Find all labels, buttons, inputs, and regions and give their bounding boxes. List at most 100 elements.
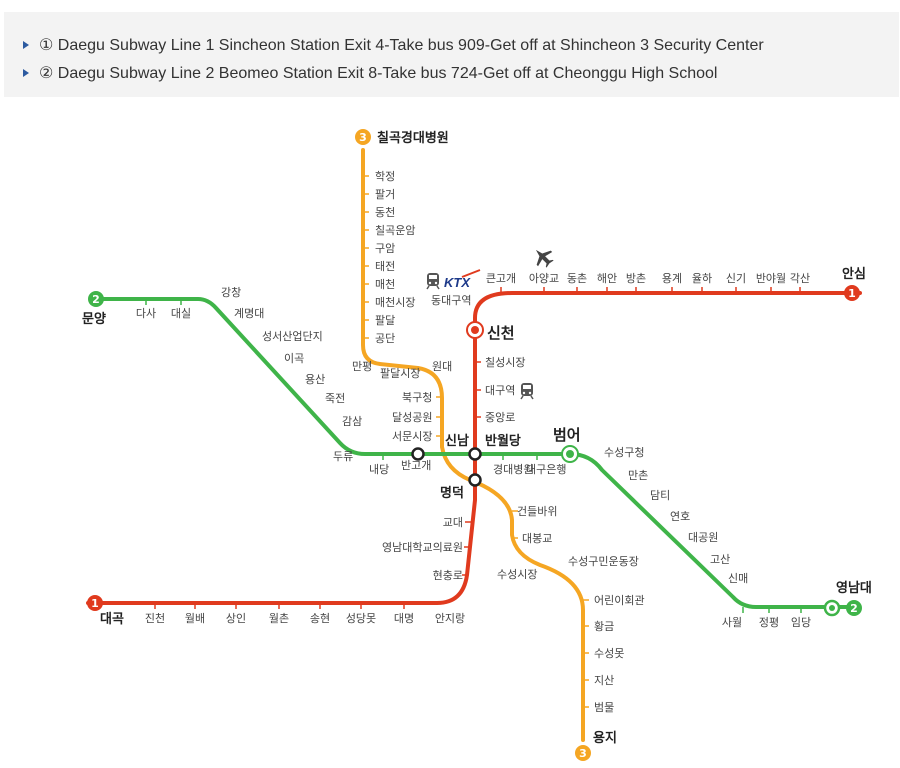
station-label: 경대병원	[493, 463, 533, 476]
line3-badge-number: 3	[579, 747, 587, 760]
line2-badge-icon	[846, 600, 862, 616]
station-label: 교대	[443, 516, 463, 529]
station-label: 매천	[375, 277, 395, 291]
terminal-label-yongji: 용지	[593, 730, 617, 746]
terminal-label-chilgok: 칠곡경대병원	[377, 130, 449, 146]
station-label: 다사	[136, 307, 156, 320]
station-label: 만촌	[628, 469, 648, 482]
line2-badge-number: 2	[850, 602, 858, 615]
station-label: 반야월	[756, 272, 786, 285]
line3-badge-number: 3	[359, 131, 367, 144]
station-label: 팔거	[375, 188, 395, 201]
ktx-logo-icon: KTX	[444, 269, 481, 290]
destination-station-dot	[566, 450, 574, 458]
station-label: 이곡	[284, 352, 304, 365]
triangle-bullet-icon	[23, 69, 29, 77]
station-label: 성서산업단지	[262, 330, 323, 343]
station-label: 북구청	[402, 391, 432, 404]
station-label: 큰고개	[486, 272, 516, 285]
line3-badge-icon	[355, 129, 371, 145]
direction-item-line1: ① Daegu Subway Line 1 Sincheon Station E…	[23, 31, 899, 59]
direction-item-line2: ② Daegu Subway Line 2 Beomeo Station Exi…	[23, 59, 899, 87]
station-label: 상인	[226, 612, 246, 625]
station-label-banwoldang: 반월당	[485, 433, 521, 449]
station-label: 영남대학교의료원	[382, 541, 463, 554]
station-label: 칠곡운암	[375, 224, 415, 237]
transfer-station-marker-sinnam[interactable]	[411, 447, 425, 461]
station-label: 월배	[185, 612, 205, 625]
station-label: 지산	[594, 674, 614, 687]
transfer-station-marker-banwoldang[interactable]	[468, 447, 482, 461]
station-label: 임당	[791, 616, 811, 629]
svg-text:KTX: KTX	[444, 275, 471, 290]
station-label: 동대구역	[431, 294, 471, 307]
station-label: 학정	[375, 170, 395, 183]
terminal-station-dot	[829, 605, 835, 611]
station-label: 팔달시장	[380, 367, 420, 380]
station-label: 매천시장	[375, 295, 415, 309]
station-label: 칠성시장	[485, 356, 525, 369]
station-label: 사월	[722, 616, 742, 629]
station-label: 달성공원	[392, 411, 432, 424]
station-label-sinnam: 신남	[445, 433, 469, 449]
line2-badge-number: 2	[92, 293, 100, 306]
station-label: 연호	[670, 510, 690, 523]
station-label: 대봉교	[522, 532, 552, 545]
station-label: 중앙로	[485, 411, 515, 424]
station-label: 용산	[305, 373, 325, 386]
direction-text: ② Daegu Subway Line 2 Beomeo Station Exi…	[39, 65, 718, 82]
line1-badge-icon	[87, 595, 103, 611]
station-label: 팔달	[375, 314, 395, 327]
station-label: 두류	[333, 450, 353, 463]
station-label: 수성못	[594, 647, 624, 660]
station-label-sincheon: 신천	[487, 324, 515, 342]
station-label: 만평	[352, 360, 372, 373]
terminal-label-ansim: 안심	[842, 266, 866, 282]
station-label: 진천	[145, 611, 165, 625]
direction-text: ① Daegu Subway Line 1 Sincheon Station E…	[39, 37, 764, 54]
station-label: 율하	[692, 271, 712, 285]
station-label-myeongdeok: 명덕	[440, 485, 464, 501]
station-label: 정평	[759, 616, 779, 629]
station-label: 송현	[310, 612, 330, 625]
directions-panel: ① Daegu Subway Line 1 Sincheon Station E…	[4, 12, 899, 97]
station-label: 대구은행	[526, 463, 566, 476]
transfer-station-marker-myeongdeok[interactable]	[468, 473, 482, 487]
terminal-label-munyang: 문양	[82, 312, 106, 327]
station-label: 죽전	[325, 392, 345, 405]
station-label: 월촌	[269, 612, 289, 625]
station-label: 해안	[597, 271, 617, 285]
destination-station-dot	[471, 326, 479, 334]
line-badges: 3 3 1 1 2 2	[87, 129, 862, 761]
station-label: 신매	[728, 572, 748, 585]
line2-badge-icon	[88, 291, 104, 307]
station-label: 서문시장	[392, 430, 432, 443]
terminal-label-daegok: 대곡	[100, 612, 124, 627]
station-label: 계명대	[234, 307, 264, 320]
station-label-beomeo: 범어	[553, 426, 581, 444]
station-label: 범물	[594, 701, 614, 714]
station-label: 내당	[369, 463, 389, 476]
line1-route	[86, 291, 862, 605]
station-label: 공단	[375, 332, 395, 345]
station-label: 황금	[594, 620, 614, 633]
station-label: 반고개	[401, 459, 431, 472]
terminal-label-yeungnam: 영남대	[836, 580, 872, 596]
station-label: 강창	[221, 286, 241, 299]
station-label: 수성구민운동장	[568, 555, 639, 568]
station-label: 어린이회관	[594, 594, 645, 607]
station-label: 방촌	[626, 272, 646, 285]
station-label: 고산	[710, 553, 730, 566]
station-label: 성당못	[346, 612, 376, 625]
station-label: 현충로	[433, 569, 463, 582]
line3-badge-icon	[575, 745, 591, 761]
station-label: 태전	[375, 260, 395, 273]
transfer-markers	[411, 321, 841, 617]
station-label: 건들바위	[517, 505, 557, 518]
station-label: 신기	[726, 272, 746, 285]
station-label: 구암	[375, 242, 395, 255]
triangle-bullet-icon	[23, 41, 29, 49]
station-label: 수성구청	[604, 446, 644, 459]
station-label: 대구역	[485, 384, 515, 397]
station-label: 동천	[375, 205, 395, 219]
